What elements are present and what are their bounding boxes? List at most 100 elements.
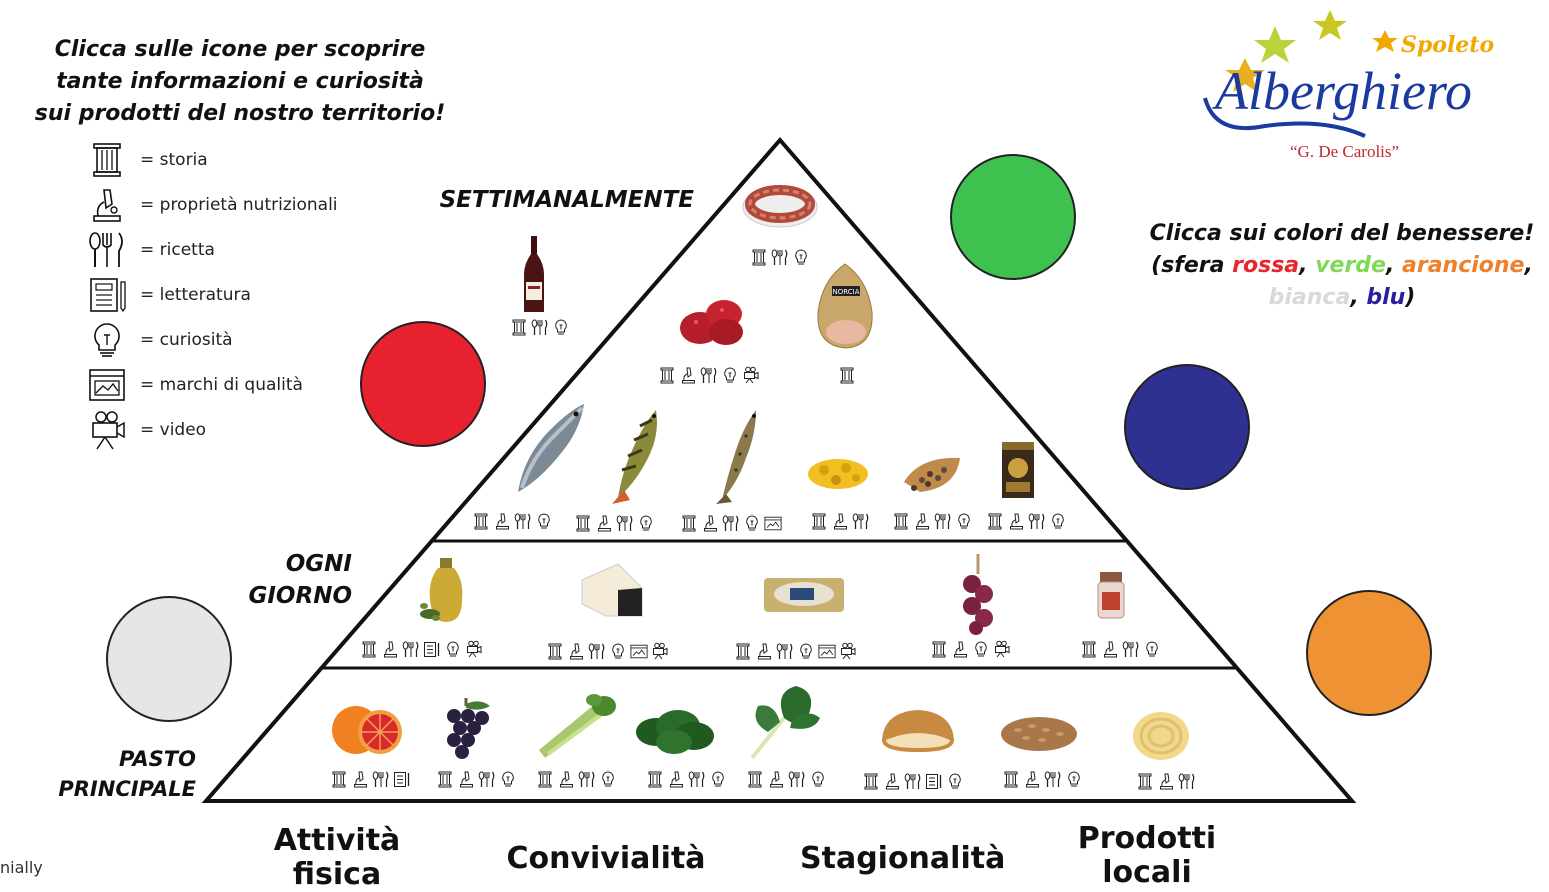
microscope-icon[interactable]: [1007, 512, 1025, 530]
column-icon[interactable]: [680, 514, 698, 532]
microscope-icon[interactable]: [567, 642, 585, 660]
column-icon[interactable]: [646, 770, 664, 788]
lightbulb-icon[interactable]: [637, 514, 655, 532]
sphere-green[interactable]: [950, 154, 1076, 280]
lightbulb-icon[interactable]: [792, 248, 810, 266]
column-icon[interactable]: [658, 366, 676, 384]
cutlery-icon[interactable]: [700, 366, 718, 384]
microscope-icon[interactable]: [701, 514, 719, 532]
column-icon[interactable]: [436, 770, 454, 788]
column-icon[interactable]: [1136, 772, 1154, 790]
column-icon[interactable]: [546, 642, 564, 660]
cutlery-icon[interactable]: [402, 640, 420, 658]
microscope-icon[interactable]: [913, 512, 931, 530]
lightbulb-icon[interactable]: [809, 770, 827, 788]
intro-line-1: Clicca sulle icone per scoprire: [54, 37, 426, 62]
cutlery-icon[interactable]: [372, 770, 390, 788]
lightbulb-icon[interactable]: [709, 770, 727, 788]
microscope-icon[interactable]: [381, 640, 399, 658]
lightbulb-icon[interactable]: [499, 770, 517, 788]
book-icon[interactable]: [393, 770, 411, 788]
sphere-orange[interactable]: [1306, 590, 1432, 716]
sphere-blue[interactable]: [1124, 364, 1250, 490]
cutlery-icon[interactable]: [1178, 772, 1196, 790]
cutlery-icon[interactable]: [776, 642, 794, 660]
lightbulb-icon[interactable]: [946, 772, 964, 790]
microscope-icon[interactable]: [667, 770, 685, 788]
column-icon[interactable]: [930, 640, 948, 658]
column-icon[interactable]: [862, 772, 880, 790]
column-icon[interactable]: [746, 770, 764, 788]
lightbulb-icon[interactable]: [955, 512, 973, 530]
cutlery-icon[interactable]: [616, 514, 634, 532]
video-camera-icon[interactable]: [651, 642, 669, 660]
column-icon[interactable]: [472, 512, 490, 530]
microscope-icon[interactable]: [595, 514, 613, 532]
column-icon[interactable]: [810, 512, 828, 530]
lightbulb-icon[interactable]: [444, 640, 462, 658]
lightbulb-icon[interactable]: [609, 642, 627, 660]
column-icon[interactable]: [892, 512, 910, 530]
cutlery-icon[interactable]: [788, 770, 806, 788]
video-camera-icon[interactable]: [465, 640, 483, 658]
column-icon[interactable]: [838, 366, 856, 384]
video-camera-icon[interactable]: [839, 642, 857, 660]
lightbulb-icon[interactable]: [797, 642, 815, 660]
cutlery-icon[interactable]: [904, 772, 922, 790]
microscope-icon[interactable]: [1023, 770, 1041, 788]
cutlery-icon[interactable]: [478, 770, 496, 788]
column-icon[interactable]: [986, 512, 1004, 530]
lightbulb-icon[interactable]: [1049, 512, 1067, 530]
microscope-icon[interactable]: [883, 772, 901, 790]
microscope-icon[interactable]: [755, 642, 773, 660]
column-icon[interactable]: [750, 248, 768, 266]
cutlery-icon[interactable]: [588, 642, 606, 660]
quality-mark-icon[interactable]: [764, 514, 782, 532]
book-icon[interactable]: [925, 772, 943, 790]
lightbulb-icon[interactable]: [1065, 770, 1083, 788]
microscope-icon[interactable]: [679, 366, 697, 384]
microscope-icon[interactable]: [1101, 640, 1119, 658]
sphere-white[interactable]: [106, 596, 232, 722]
microscope-icon[interactable]: [951, 640, 969, 658]
column-icon[interactable]: [734, 642, 752, 660]
column-icon[interactable]: [1002, 770, 1020, 788]
column-icon[interactable]: [574, 514, 592, 532]
lightbulb-icon[interactable]: [1143, 640, 1161, 658]
lightbulb-icon[interactable]: [599, 770, 617, 788]
cutlery-icon[interactable]: [514, 512, 532, 530]
lightbulb-icon[interactable]: [743, 514, 761, 532]
column-icon[interactable]: [510, 318, 528, 336]
book-icon[interactable]: [423, 640, 441, 658]
microscope-icon[interactable]: [831, 512, 849, 530]
microscope-icon[interactable]: [557, 770, 575, 788]
cutlery-icon[interactable]: [934, 512, 952, 530]
column-icon[interactable]: [1080, 640, 1098, 658]
cutlery-icon[interactable]: [1028, 512, 1046, 530]
lightbulb-icon[interactable]: [535, 512, 553, 530]
sphere-red[interactable]: [360, 321, 486, 447]
quality-mark-icon[interactable]: [818, 642, 836, 660]
quality-mark-icon[interactable]: [630, 642, 648, 660]
microscope-icon[interactable]: [767, 770, 785, 788]
cutlery-icon[interactable]: [1044, 770, 1062, 788]
video-camera-icon[interactable]: [993, 640, 1011, 658]
cutlery-icon[interactable]: [531, 318, 549, 336]
video-camera-icon[interactable]: [742, 366, 760, 384]
lightbulb-icon[interactable]: [972, 640, 990, 658]
cutlery-icon[interactable]: [688, 770, 706, 788]
cutlery-icon[interactable]: [852, 512, 870, 530]
cutlery-icon[interactable]: [722, 514, 740, 532]
microscope-icon[interactable]: [1157, 772, 1175, 790]
column-icon[interactable]: [330, 770, 348, 788]
lightbulb-icon[interactable]: [552, 318, 570, 336]
column-icon[interactable]: [536, 770, 554, 788]
lightbulb-icon[interactable]: [721, 366, 739, 384]
cutlery-icon[interactable]: [771, 248, 789, 266]
microscope-icon[interactable]: [493, 512, 511, 530]
column-icon[interactable]: [360, 640, 378, 658]
cutlery-icon[interactable]: [578, 770, 596, 788]
cutlery-icon[interactable]: [1122, 640, 1140, 658]
microscope-icon[interactable]: [457, 770, 475, 788]
microscope-icon[interactable]: [351, 770, 369, 788]
